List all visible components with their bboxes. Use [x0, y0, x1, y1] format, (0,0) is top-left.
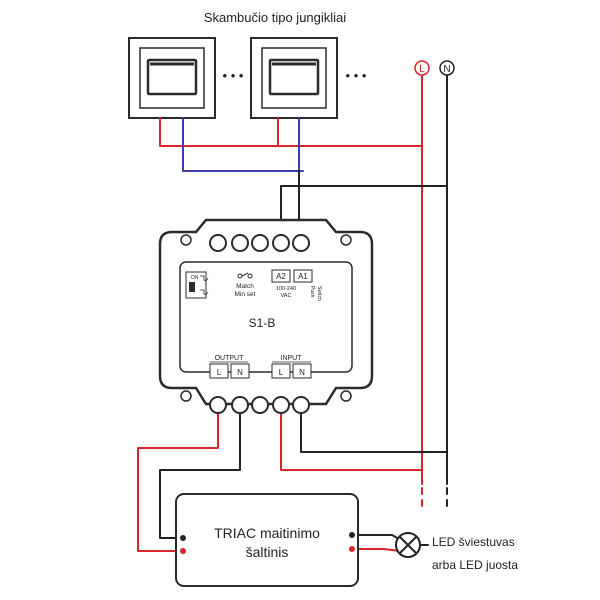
triac-out-l-dot	[349, 546, 355, 552]
input-l-box	[271, 363, 291, 379]
a1-terminal-box	[293, 269, 313, 283]
triac-in-n-dot	[180, 535, 186, 541]
input-label: INPUT	[281, 355, 303, 362]
led-label-line-1: LED šviestuvas	[432, 535, 515, 549]
input-n-box	[292, 363, 312, 379]
led-lamp-icon	[395, 532, 421, 558]
triac-line-1: TRIAC maitinimo	[214, 525, 320, 541]
s1-b-controller	[158, 218, 374, 406]
output-l-label: L	[217, 368, 222, 377]
switch-ellipsis-1: • • •	[223, 68, 244, 83]
neutral-bus-marker: N	[439, 60, 455, 76]
line-bus-marker: L	[414, 60, 430, 76]
switch-common-wire	[182, 117, 304, 172]
input-n-wire	[300, 404, 448, 453]
a1-label: A1	[298, 272, 308, 281]
match-button-icon	[237, 272, 253, 279]
model-name: S1-B	[249, 316, 276, 330]
push-label: Push	[309, 286, 315, 298]
input-l-wire	[280, 404, 423, 471]
min-set-label: Min set	[235, 291, 256, 298]
dip-on-label: ON	[191, 275, 199, 281]
push-switch-2	[250, 37, 338, 119]
trailing-edge-wave-icon	[200, 289, 209, 296]
line-bus-label: L	[419, 64, 425, 75]
diagram-title: Skambučio tipo jungikliai	[204, 10, 346, 25]
triac-out-n-dot	[349, 532, 355, 538]
match-label: Match	[236, 283, 254, 290]
output-l-box	[209, 363, 229, 379]
switch-ellipsis-2: • • •	[346, 68, 367, 83]
input-n-label: N	[299, 368, 305, 377]
output-label: OUTPUT	[215, 355, 245, 362]
a2-label: A2	[276, 272, 286, 281]
triac-in-l-dot	[180, 548, 186, 554]
bottom-terminal-block	[209, 396, 310, 414]
output-n-box	[230, 363, 250, 379]
triac-driver-box	[175, 493, 359, 587]
top-terminal-block	[209, 234, 310, 252]
a2-terminal-box	[271, 269, 291, 283]
output-n-wire	[159, 404, 241, 539]
voltage-label-2: VAC	[281, 293, 292, 299]
voltage-label-1: 100-240	[276, 286, 296, 292]
leading-edge-wave-icon	[200, 275, 209, 282]
switch-label: Switch	[316, 286, 322, 301]
neutral-bus-label: N	[443, 64, 450, 75]
input-l-label: L	[279, 368, 284, 377]
triac-line-2: šaltinis	[246, 544, 289, 560]
output-l-wire	[137, 404, 219, 552]
dip-switch	[185, 271, 207, 299]
output-n-label: N	[237, 368, 243, 377]
led-label-line-2: arba LED juosta	[432, 558, 518, 572]
switch-line-feed-wire	[159, 117, 423, 147]
push-switch-1	[128, 37, 216, 119]
